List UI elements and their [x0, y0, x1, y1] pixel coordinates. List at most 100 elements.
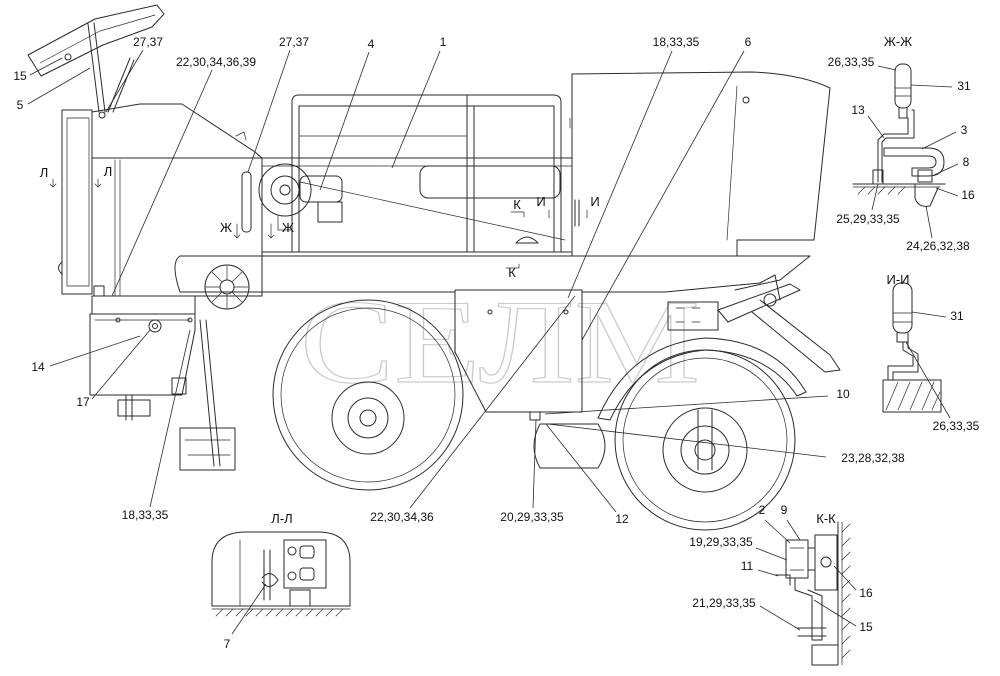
under-cylinder: [533, 423, 606, 469]
beam-hatching: [885, 381, 941, 411]
front-axle-bracket: [697, 409, 713, 471]
hopper-bolt-left: [487, 309, 493, 315]
tool-box-rivet-left: [115, 317, 121, 323]
leader-line: [755, 547, 788, 561]
callout-label: 18,33,35: [653, 35, 700, 49]
leader-line: [567, 50, 673, 299]
section-mark: Ж: [282, 220, 294, 235]
strut-bolt: [98, 111, 106, 119]
cut-mark-k-top: [510, 211, 525, 218]
main-view-callouts: 15 5 27,37 22,30,34,36,39 27,37 4 1 18,3…: [13, 35, 905, 526]
callout-label: 17: [76, 395, 90, 409]
hood-support-strut: [87, 22, 106, 113]
section-mark: Л: [104, 164, 113, 179]
section-title: Ж-Ж: [884, 34, 912, 49]
cut-mark-zh-right: [267, 223, 275, 239]
main-view-leaders: [27, 49, 829, 513]
callout-label: 12: [615, 512, 629, 526]
callout-label: 13: [851, 103, 865, 117]
section-k-labels: К-К 2 9 19,29,33,35 11 16 21,29,33,35 15: [689, 503, 873, 634]
hopper-bolt-right: [563, 309, 569, 315]
leader-line: [757, 569, 779, 577]
leader-line: [231, 583, 267, 635]
base-hatching: [215, 608, 344, 617]
callout-label: 21,29,33,35: [692, 596, 756, 610]
leader-line: [547, 423, 827, 458]
section-i-view: [882, 282, 942, 413]
leader-line: [319, 51, 370, 191]
tow-hitch: [117, 395, 151, 421]
section-title: К-К: [816, 511, 836, 526]
rear-tire-inner: [280, 307, 456, 483]
rear-frame-strut: [199, 319, 221, 467]
section-zh-leaders: [867, 65, 959, 239]
cylinder-bands: [892, 312, 913, 323]
section-k-leaders: [755, 519, 857, 631]
hood-bolt: [64, 53, 72, 61]
callout-label: 23,28,32,38: [841, 451, 905, 465]
vent-louver: [235, 131, 247, 141]
engine-block: [174, 255, 263, 293]
latch-slot-upper: [299, 545, 315, 559]
callout-label: 20,29,33,35: [500, 510, 564, 524]
bracket-outer: [881, 109, 915, 183]
callout-label: 15: [859, 620, 873, 634]
cut-mark-l-right: [94, 178, 102, 188]
leader-line: [391, 50, 441, 169]
leader-line: [105, 49, 144, 113]
housing-outline: [211, 531, 351, 607]
leader-line: [921, 131, 957, 150]
combine-side-view: [27, 4, 841, 531]
sensor-cylinder: [892, 282, 913, 334]
leader-line: [581, 50, 745, 341]
front-rim: [662, 407, 748, 493]
front-fender: [597, 337, 807, 421]
callout-label: 31: [957, 79, 971, 93]
latch-bolt-lower: [287, 571, 297, 581]
fan-spokes: [205, 265, 249, 309]
radiator-inner-frame: [66, 117, 90, 287]
section-l-labels: Л-Л 7: [224, 511, 293, 651]
leader-line: [931, 163, 959, 177]
grain-tank: [261, 157, 573, 253]
bracket-inner: [877, 117, 909, 183]
callout-label: 22,30,34,36: [370, 510, 434, 524]
railing-outer: [291, 94, 562, 253]
rear-wheel: [272, 299, 464, 491]
cylinder-nut: [898, 107, 908, 119]
leader-line: [545, 423, 617, 513]
callout-label: 24,26,32,38: [906, 239, 970, 253]
grain-tank-window: [419, 165, 561, 199]
rear-tire-outer: [272, 299, 464, 491]
spacer-plate: [814, 534, 838, 591]
leader-line: [786, 519, 801, 541]
air-cleaner: [258, 163, 312, 217]
callout-label: 16: [961, 188, 975, 202]
cylinder-bands: [894, 87, 912, 97]
spacer-bolt: [820, 556, 832, 568]
engine-hood-cover: [27, 4, 165, 77]
callout-label: 15: [13, 69, 27, 83]
air-cleaner-hub: [279, 184, 291, 196]
header-mount-bolts: [675, 307, 701, 323]
rear-hub-cap: [359, 409, 377, 427]
step-treads: [184, 439, 231, 456]
engine-frame-post: [114, 159, 121, 297]
leader-line: [149, 329, 191, 508]
spring-clip: [261, 573, 279, 587]
clamp: [883, 147, 945, 177]
callout-label: 19,29,33,35: [689, 535, 753, 549]
callout-label: 11: [741, 559, 754, 573]
cab-underside: [734, 255, 811, 291]
section-mark: Л: [40, 165, 49, 180]
section-mark: И: [536, 194, 545, 209]
leader-line: [877, 65, 897, 71]
header-bracket: [759, 274, 781, 301]
hopper-drain-fitting: [529, 411, 541, 421]
leader-line: [91, 329, 151, 400]
leader-line: [905, 341, 951, 419]
air-cleaner-ring: [270, 175, 300, 205]
section-zh-view: [852, 63, 946, 207]
leader-line: [867, 115, 885, 139]
